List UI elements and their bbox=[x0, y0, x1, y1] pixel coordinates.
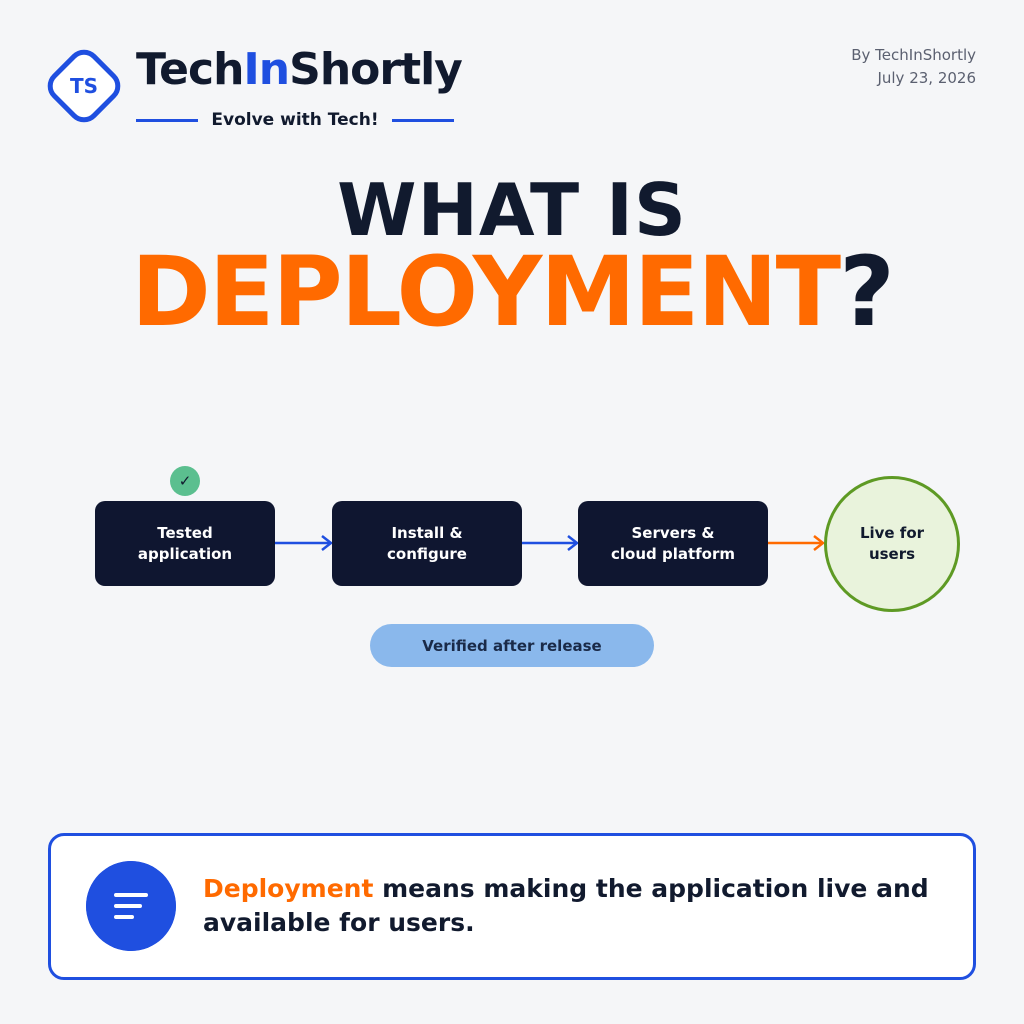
brand-name-part3: Shortly bbox=[289, 44, 463, 95]
byline: By TechInShortly July 23, 2026 bbox=[851, 44, 976, 90]
title-question-mark: ? bbox=[839, 236, 895, 348]
step-label: Tested application bbox=[137, 523, 233, 563]
brand-name: TechInShortly bbox=[136, 44, 463, 95]
verified-pill: Verified after release bbox=[370, 624, 654, 667]
definition-highlight: Deployment bbox=[203, 874, 374, 903]
logo-initials: TS bbox=[70, 74, 98, 98]
live-label: Live for users bbox=[859, 524, 925, 563]
arrow-2 bbox=[522, 535, 580, 551]
step-tested-application: Tested application bbox=[95, 501, 275, 586]
tagline: Evolve with Tech! bbox=[136, 110, 454, 130]
brand-name-part1: Tech bbox=[136, 44, 244, 95]
definition-body: means making the application live and av… bbox=[203, 874, 929, 937]
tagline-rule-right bbox=[392, 119, 454, 122]
tagline-rule-left bbox=[136, 119, 198, 122]
byline-author: By TechInShortly bbox=[851, 46, 976, 64]
byline-date: July 23, 2026 bbox=[877, 69, 976, 87]
text-lines-icon bbox=[86, 861, 176, 951]
logo-badge: TS bbox=[47, 49, 121, 123]
definition-text: Deployment means making the application … bbox=[203, 872, 933, 940]
check-icon: ✓ bbox=[170, 466, 200, 496]
definition-card bbox=[48, 833, 976, 980]
brand-name-part2: In bbox=[243, 44, 290, 95]
live-for-users-node: Live for users bbox=[824, 476, 960, 612]
step-label: Servers & cloud platform bbox=[610, 523, 735, 563]
title-line-1: WHAT IS bbox=[337, 168, 687, 252]
arrow-3 bbox=[768, 535, 826, 551]
step-servers-cloud: Servers & cloud platform bbox=[578, 501, 768, 586]
title-line-2: DEPLOYMENT? bbox=[0, 236, 1024, 348]
step-label: Install & configure bbox=[387, 523, 467, 563]
tagline-text: Evolve with Tech! bbox=[211, 110, 379, 130]
title-highlight: DEPLOYMENT bbox=[131, 236, 841, 348]
step-install-configure: Install & configure bbox=[332, 501, 522, 586]
arrow-1 bbox=[275, 535, 334, 551]
